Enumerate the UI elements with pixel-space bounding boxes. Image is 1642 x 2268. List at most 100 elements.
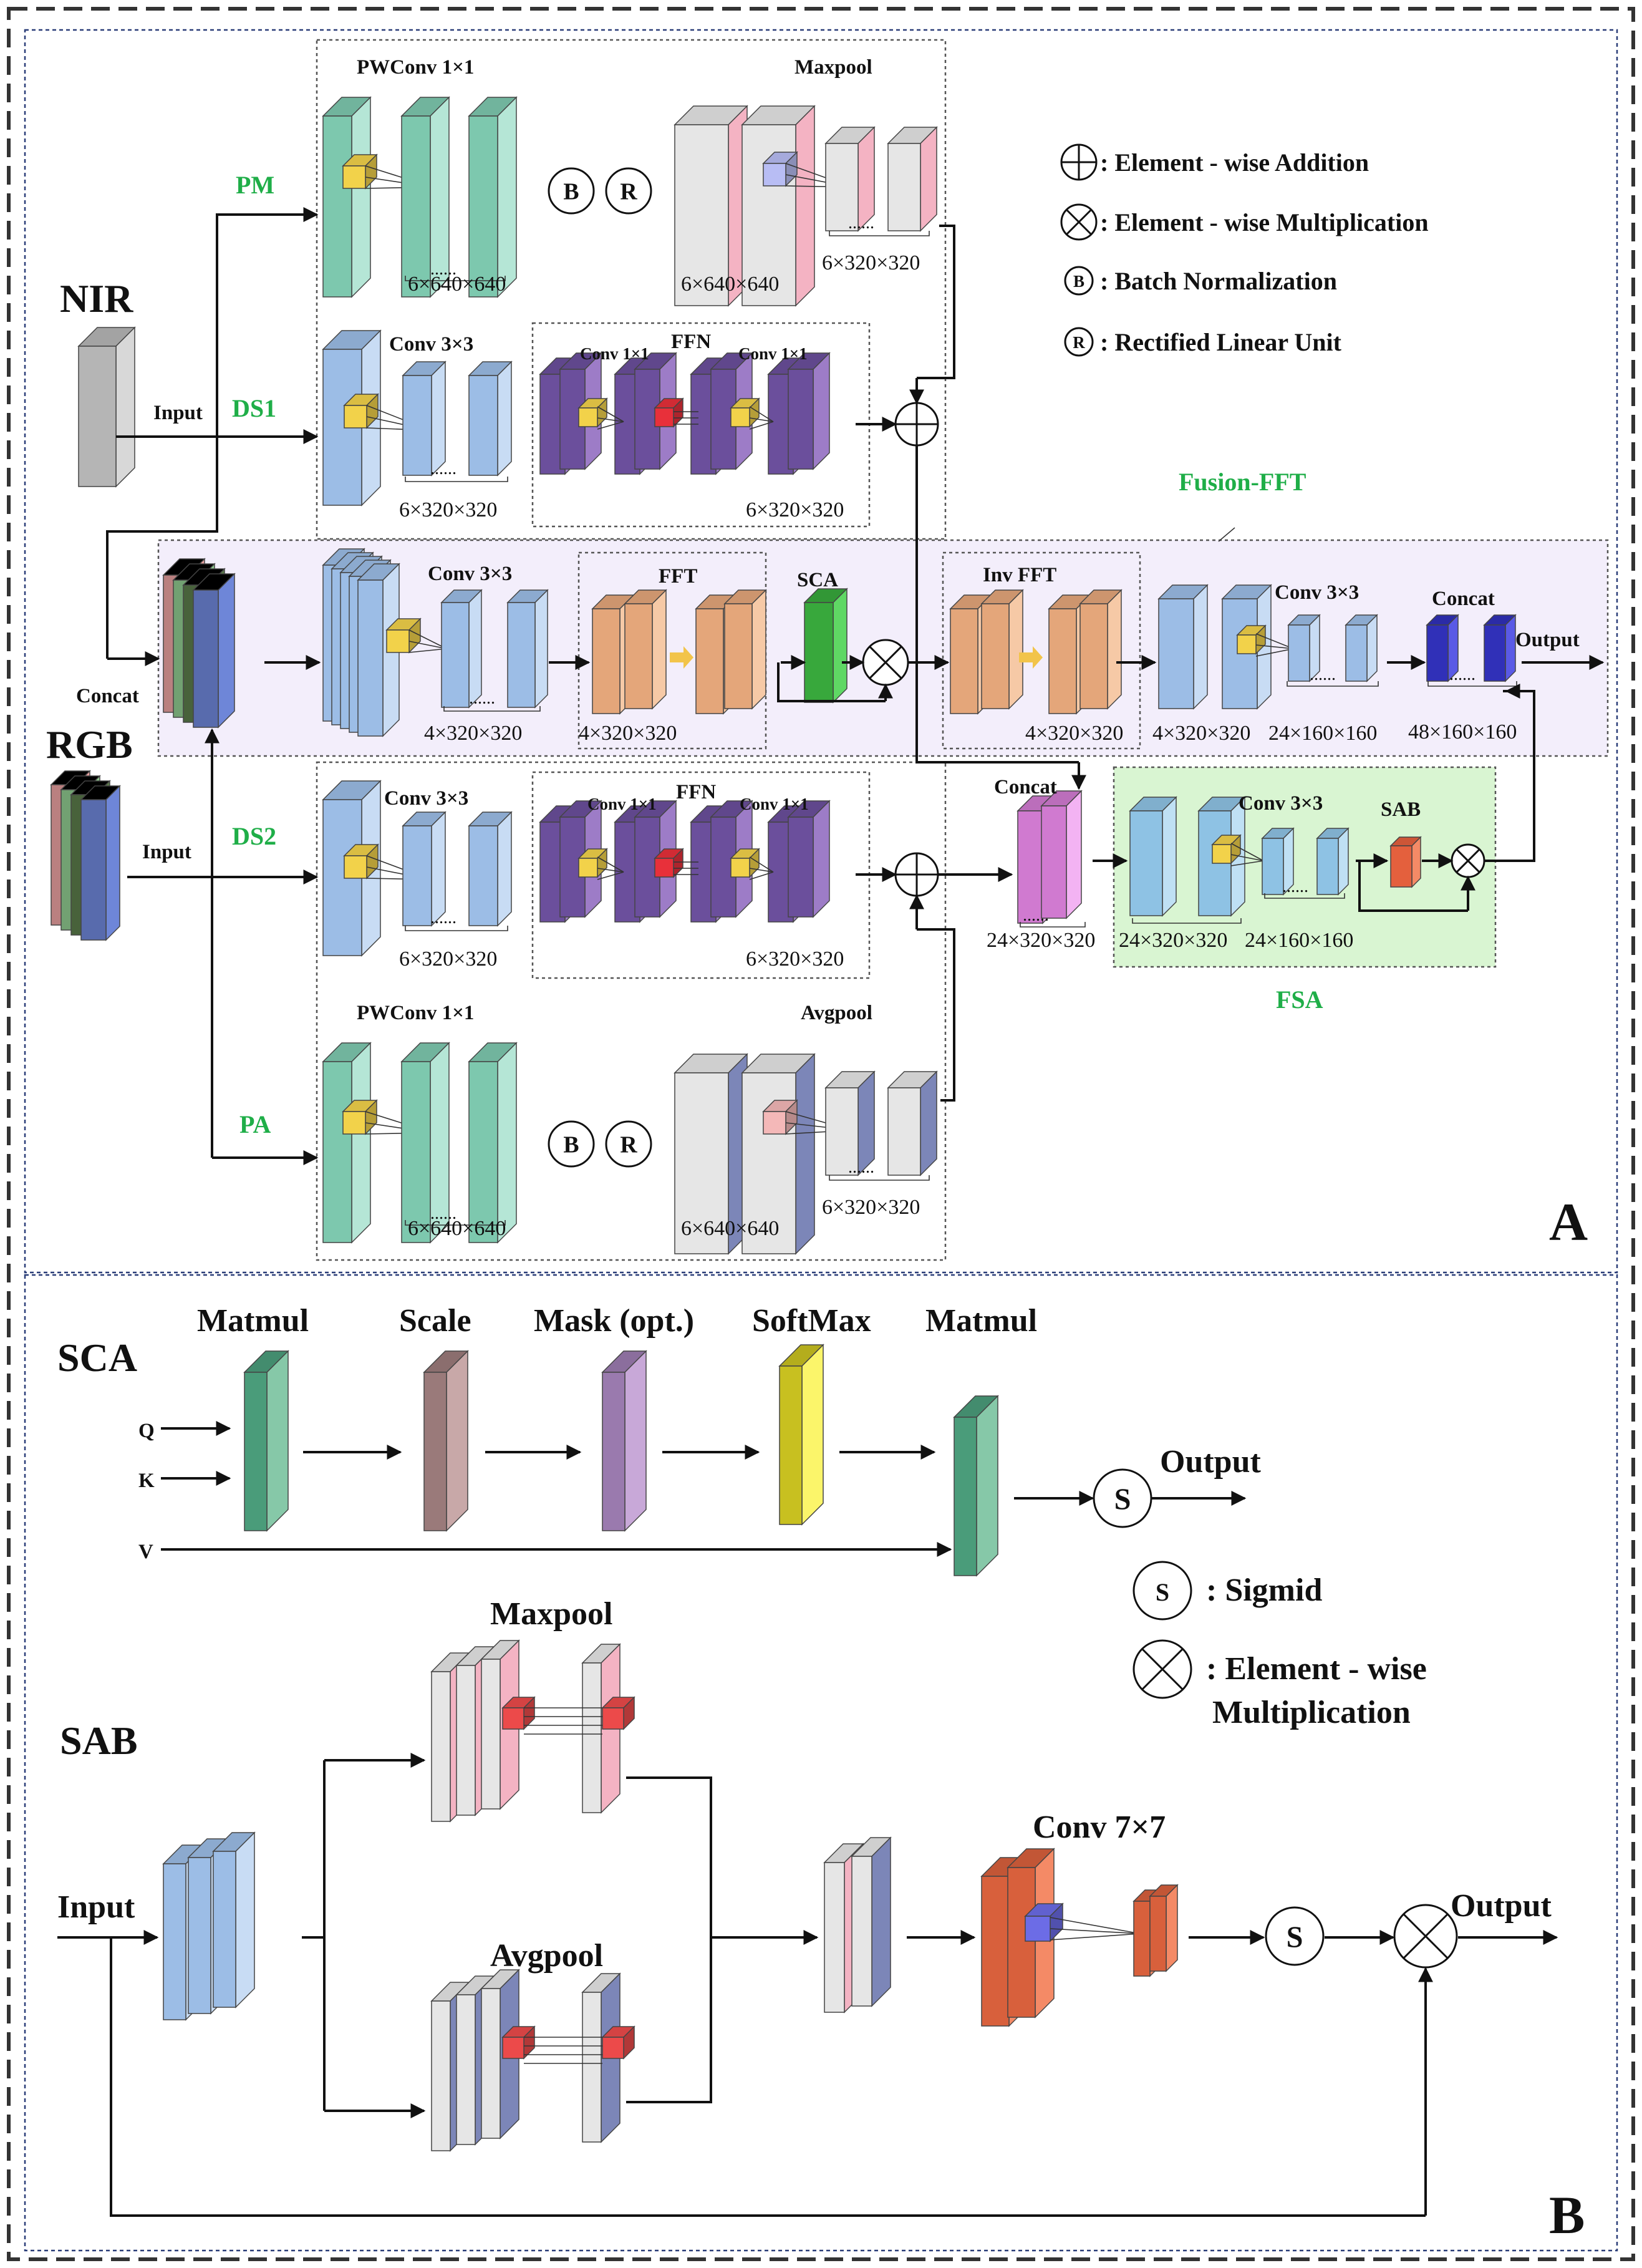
slab-side	[795, 105, 815, 307]
slab-front	[468, 375, 498, 476]
slab-front	[1025, 1916, 1051, 1942]
bn-op-pa-letter: B	[563, 1132, 579, 1158]
pool-merge	[626, 1776, 712, 2103]
op-circle	[1265, 1906, 1325, 1966]
slab-front	[602, 1707, 624, 1730]
slab-side	[446, 1350, 468, 1532]
ellipsis-dots: ......	[469, 689, 495, 708]
slab-side	[624, 1350, 647, 1532]
ds2-add-op	[894, 852, 939, 897]
batchnorm-icon-letter: B	[1073, 272, 1084, 291]
sca-scale-block	[423, 1350, 469, 1532]
kernel-ray	[749, 856, 774, 873]
kernel-ray	[408, 629, 447, 649]
slab-front	[507, 602, 536, 708]
slab-side	[920, 1070, 937, 1176]
fusion-fft-label: FFT	[659, 565, 697, 588]
sab-output-label: Output	[1451, 1888, 1552, 1924]
sca-mask-block	[601, 1350, 647, 1532]
sca-matmul2-block	[953, 1395, 999, 1577]
slab-front	[654, 858, 674, 878]
pa-conv-label: PWConv 1×1	[357, 1002, 474, 1024]
slab-side	[218, 573, 235, 729]
fusion-conv2-label: Conv 3×3	[1275, 581, 1359, 604]
nir-to-concat	[106, 437, 218, 659]
fusion-dim2: 4×320×320	[579, 722, 677, 745]
fft-fmap	[624, 589, 667, 710]
legend-bn: : Batch Normalization	[1100, 267, 1337, 295]
ellipsis-dots: ......	[430, 459, 456, 478]
fsa-dim3: 24×160×160	[1245, 929, 1353, 952]
kernel-cube	[601, 2025, 635, 2060]
ifft-arrow-icon	[1019, 646, 1043, 669]
slab-side	[105, 785, 120, 941]
slab-front	[1048, 608, 1077, 714]
slab-front	[401, 115, 431, 298]
op-circle	[548, 1120, 595, 1168]
slab-side	[1411, 836, 1421, 888]
slab-front	[481, 1659, 501, 1810]
kernel-ray	[1255, 648, 1294, 657]
fsa-dim2: 24×320×320	[1119, 929, 1227, 952]
fft-box	[577, 551, 767, 750]
slab-side	[1505, 614, 1516, 682]
kernel-ray	[1050, 1928, 1141, 1934]
fsa-out	[1261, 827, 1295, 896]
legend-mul: : Element - wise Multiplication	[1100, 208, 1429, 236]
slab-front	[322, 1061, 352, 1243]
legend-panel-a: : Element - wise Addition : Element - wi…	[1060, 143, 1429, 357]
slab-side	[751, 589, 766, 710]
kernel-ray	[597, 421, 624, 430]
slab-side	[1193, 584, 1208, 710]
outer-frame	[7, 7, 1635, 2261]
slab-front	[710, 817, 736, 918]
slab-side	[976, 1395, 998, 1577]
sigmoid-icon	[1132, 1561, 1192, 1621]
lower-branches-box	[316, 761, 947, 1261]
fusion-dim5: 24×160×160	[1268, 722, 1377, 745]
slab-front	[582, 1992, 602, 2143]
slab-side	[1166, 1884, 1178, 1972]
sca-matmul2-label: Matmul	[925, 1303, 1037, 1339]
kernel-cube	[342, 1099, 378, 1135]
slab-front	[981, 603, 1010, 709]
slab-front	[851, 1856, 872, 2007]
sab-maxpool-label: Maxpool	[490, 1596, 612, 1632]
panel-b-frame	[24, 1274, 1618, 2252]
slab-front	[456, 1994, 476, 2145]
slab-side	[1162, 796, 1177, 917]
sca-softmax-label: SoftMax	[752, 1303, 871, 1339]
times-mark	[869, 646, 902, 679]
sab-sigmoid-op: S	[1265, 1906, 1325, 1966]
legend-relu: : Rectified Linear Unit	[1100, 328, 1342, 356]
pm-pool-fmap	[741, 105, 816, 307]
slab-front	[441, 602, 470, 708]
pa-pool-out	[824, 1070, 876, 1176]
pm-dim1: 6×640×640	[408, 273, 506, 296]
dimension-brace	[829, 1175, 930, 1181]
pa-fmap	[322, 1042, 372, 1244]
slab-front	[188, 1857, 211, 2014]
slab-front	[1316, 838, 1339, 895]
sab-multiply-op	[1393, 1904, 1458, 1969]
pa-pool-fmap	[741, 1053, 816, 1255]
slab-front	[1149, 1896, 1167, 1972]
kernel-cube	[577, 397, 608, 428]
fusion-fft-title: Fusion-FFT	[1179, 468, 1306, 496]
slab-front	[578, 407, 598, 427]
sab-conv-label: Conv 7×7	[1033, 1810, 1166, 1845]
ifft-fmap	[980, 589, 1024, 710]
kernel-ray	[749, 871, 774, 880]
sab-maxpool-stack	[480, 1639, 520, 1810]
sca-mask-label: Mask (opt.)	[534, 1303, 694, 1339]
ellipsis-dots: ......	[1449, 665, 1475, 684]
ds1-dim2: 6×320×320	[746, 498, 844, 521]
fusion-output-label: Output	[1515, 629, 1580, 651]
pm-fmap	[400, 96, 450, 298]
sab-conv-stack	[1007, 1848, 1055, 2018]
slab-front	[342, 1111, 366, 1135]
dimension-brace	[405, 477, 508, 482]
slab-front	[431, 2000, 451, 2151]
slab-front	[1484, 624, 1506, 682]
